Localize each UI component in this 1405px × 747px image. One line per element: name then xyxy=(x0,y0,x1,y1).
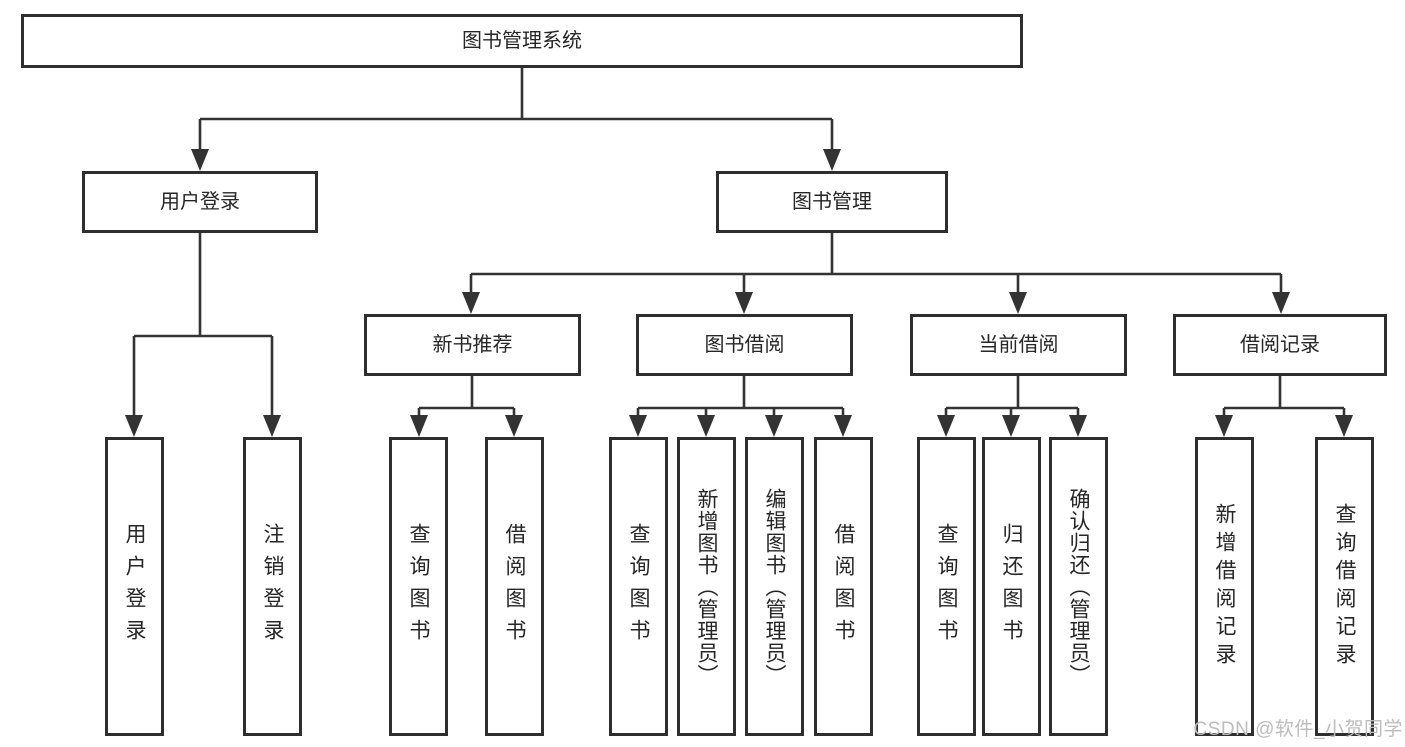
leaf-logout-label: 注销登录 xyxy=(261,522,284,651)
leaf-query-borrow-record-label: 查询借阅记录 xyxy=(1333,502,1356,671)
csdn-watermark: CSDN @软件_小贺同学 xyxy=(1193,719,1403,740)
leaf-return-book: 归还图书 xyxy=(982,437,1041,736)
leaf-borrow-books-recommend: 借阅图书 xyxy=(485,437,544,736)
leaf-confirm-return-admin-label: 确认归还（管理员） xyxy=(1067,487,1090,686)
leaf-edit-book-admin: 编辑图书（管理员） xyxy=(745,437,804,736)
leaf-return-book-label: 归还图书 xyxy=(1000,522,1023,651)
node-user-login-branch-label: 用户登录 xyxy=(160,191,240,213)
node-book-management-branch-label: 图书管理 xyxy=(792,191,872,213)
leaf-query-books-borrow-label: 查询图书 xyxy=(627,522,650,651)
leaf-add-book-admin-label: 新增图书（管理员） xyxy=(695,487,718,686)
node-book-borrow-label: 图书借阅 xyxy=(704,334,785,356)
leaf-borrow-books-label: 借阅图书 xyxy=(832,522,855,651)
leaf-query-books-borrow: 查询图书 xyxy=(609,437,668,736)
leaf-borrow-books: 借阅图书 xyxy=(814,437,873,736)
leaf-add-book-admin: 新增图书（管理员） xyxy=(677,437,736,736)
leaf-edit-book-admin-label: 编辑图书（管理员） xyxy=(763,487,786,686)
node-root-system: 图书管理系统 xyxy=(21,14,1023,68)
node-new-book-recommend-label: 新书推荐 xyxy=(432,334,513,356)
leaf-add-borrow-record: 新增借阅记录 xyxy=(1195,437,1254,736)
node-current-borrow: 当前借阅 xyxy=(910,314,1127,376)
node-root-system-label: 图书管理系统 xyxy=(462,30,582,52)
node-user-login-branch: 用户登录 xyxy=(82,171,318,233)
leaf-logout: 注销登录 xyxy=(243,437,302,736)
leaf-confirm-return-admin: 确认归还（管理员） xyxy=(1049,437,1108,736)
node-borrow-records-label: 借阅记录 xyxy=(1240,334,1320,356)
leaf-query-books-current-label: 查询图书 xyxy=(935,522,958,651)
leaf-query-borrow-record: 查询借阅记录 xyxy=(1315,437,1374,736)
node-book-management-branch: 图书管理 xyxy=(716,171,948,233)
node-new-book-recommend: 新书推荐 xyxy=(364,314,581,376)
leaf-user-login-label: 用户登录 xyxy=(123,522,146,651)
leaf-query-books-recommend-label: 查询图书 xyxy=(407,522,430,651)
leaf-user-login: 用户登录 xyxy=(105,437,164,736)
leaf-query-books-current: 查询图书 xyxy=(917,437,976,736)
node-current-borrow-label: 当前借阅 xyxy=(978,334,1059,356)
leaf-query-books-recommend: 查询图书 xyxy=(389,437,448,736)
leaf-add-borrow-record-label: 新增借阅记录 xyxy=(1213,502,1236,671)
node-book-borrow: 图书借阅 xyxy=(636,314,853,376)
arrowheads xyxy=(125,149,1353,437)
node-borrow-records: 借阅记录 xyxy=(1173,314,1387,376)
leaf-borrow-books-recommend-label: 借阅图书 xyxy=(503,522,526,651)
